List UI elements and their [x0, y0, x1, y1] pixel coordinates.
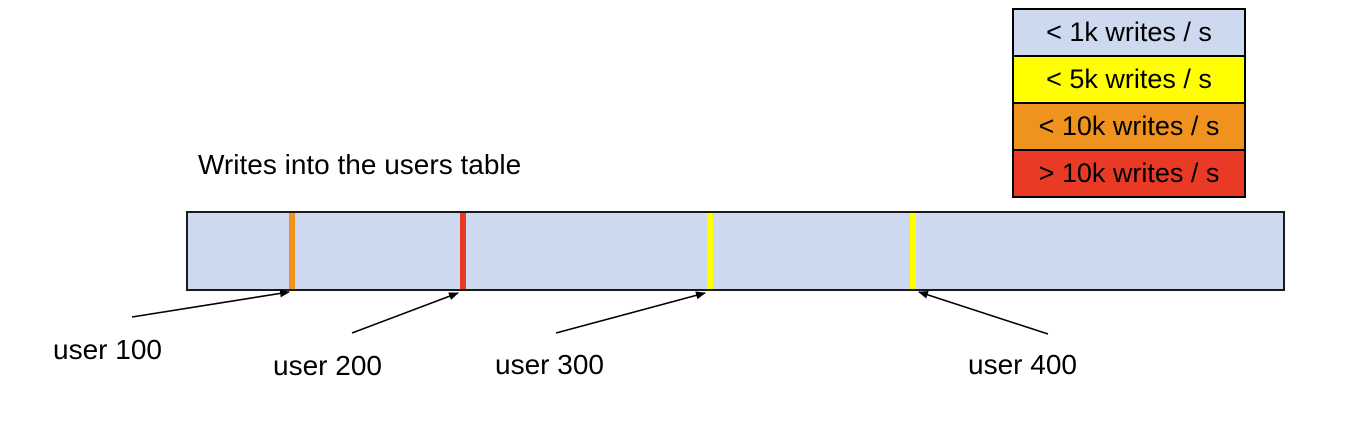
marker-stripe-user-200 — [460, 213, 466, 289]
marker-label-user-100: user 100 — [53, 334, 162, 365]
marker-label-user-300: user 300 — [495, 349, 604, 380]
diagram-title: Writes into the users table — [198, 149, 522, 180]
marker-label-user-400: user 400 — [968, 349, 1077, 380]
marker-stripe-user-300 — [707, 213, 713, 289]
legend-row-gt-10k: > 10k writes / s — [1014, 149, 1244, 196]
marker-stripe-user-100 — [289, 213, 295, 289]
legend-row-lt-5k: < 5k writes / s — [1014, 55, 1244, 102]
legend-row-lt-10k: < 10k writes / s — [1014, 102, 1244, 149]
legend-row-lt-1k: < 1k writes / s — [1014, 10, 1244, 55]
marker-label-user-200: user 200 — [273, 350, 382, 381]
marker-stripe-user-400 — [910, 213, 916, 289]
legend: < 1k writes / s < 5k writes / s < 10k wr… — [1012, 8, 1246, 198]
users-table-bar — [186, 211, 1285, 291]
arrow-user-200 — [351, 292, 459, 334]
arrow-user-300 — [555, 291, 706, 334]
arrow-user-400 — [918, 290, 1049, 335]
arrow-user-100 — [131, 289, 290, 318]
